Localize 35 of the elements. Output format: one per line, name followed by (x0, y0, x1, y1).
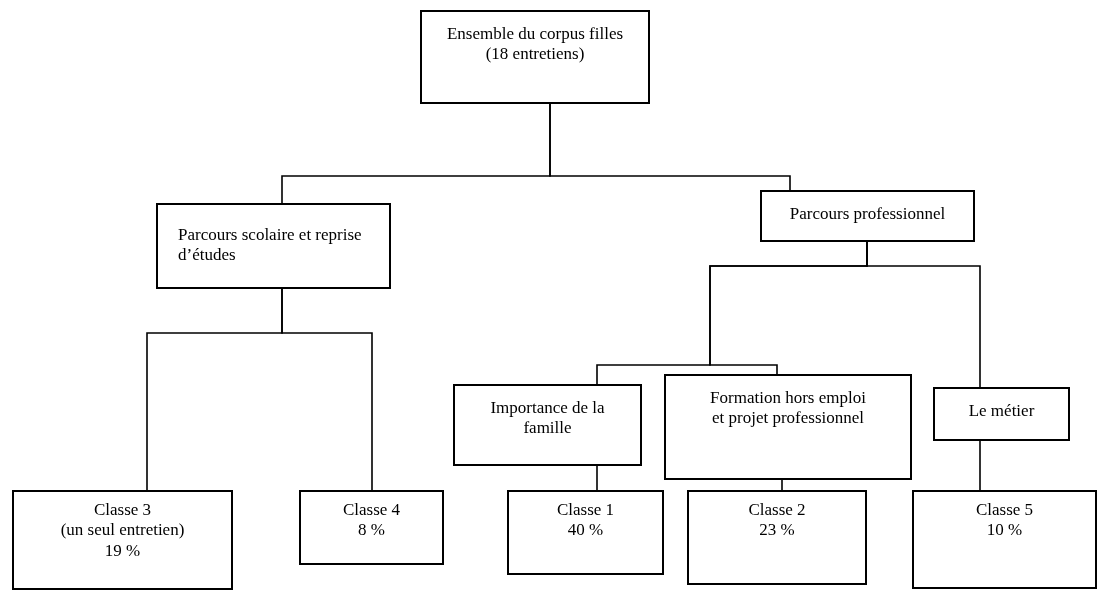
box-text: Classe 1 (555, 500, 616, 521)
process-box (687, 490, 867, 585)
box-text: Classe 2 (747, 500, 807, 521)
box-text: 10 % (985, 520, 1024, 541)
box-text: Formation hors emploi et projet professionnel (709, 388, 867, 429)
process-box (299, 490, 444, 565)
connector-line (781, 479, 783, 491)
process-box (933, 387, 1070, 441)
process-box (507, 490, 664, 575)
connector-line (979, 440, 981, 491)
box-text: Le métier (967, 401, 1036, 422)
process-box (664, 374, 912, 480)
process-box (156, 203, 391, 289)
box-text: 8 % (357, 520, 386, 541)
box-text: Ensemble du corpus filles (445, 24, 625, 45)
box-text: Classe 3 (92, 500, 153, 521)
box-text: Parcours professionnel (788, 204, 947, 225)
process-box (420, 10, 650, 104)
process-box (12, 490, 233, 590)
connector-line (596, 465, 598, 491)
box-text: Classe 4 (341, 500, 402, 521)
process-box (760, 190, 975, 242)
box-text: (18 entretiens) (484, 44, 586, 65)
connector-line (281, 288, 373, 491)
connector-line (549, 103, 791, 191)
box-text: Classe 5 (974, 500, 1035, 521)
box-text: 19 % (103, 540, 142, 562)
box-text: Importance de la famille (489, 398, 606, 439)
box-text: 23 % (758, 520, 796, 541)
process-box (912, 490, 1097, 589)
connector-line (866, 241, 981, 388)
box-text: Parcours scolaire et reprise d’études (178, 225, 363, 266)
box-text: 40 % (566, 520, 605, 541)
box-text: (un seul entretien) (59, 520, 186, 541)
process-box (453, 384, 642, 466)
